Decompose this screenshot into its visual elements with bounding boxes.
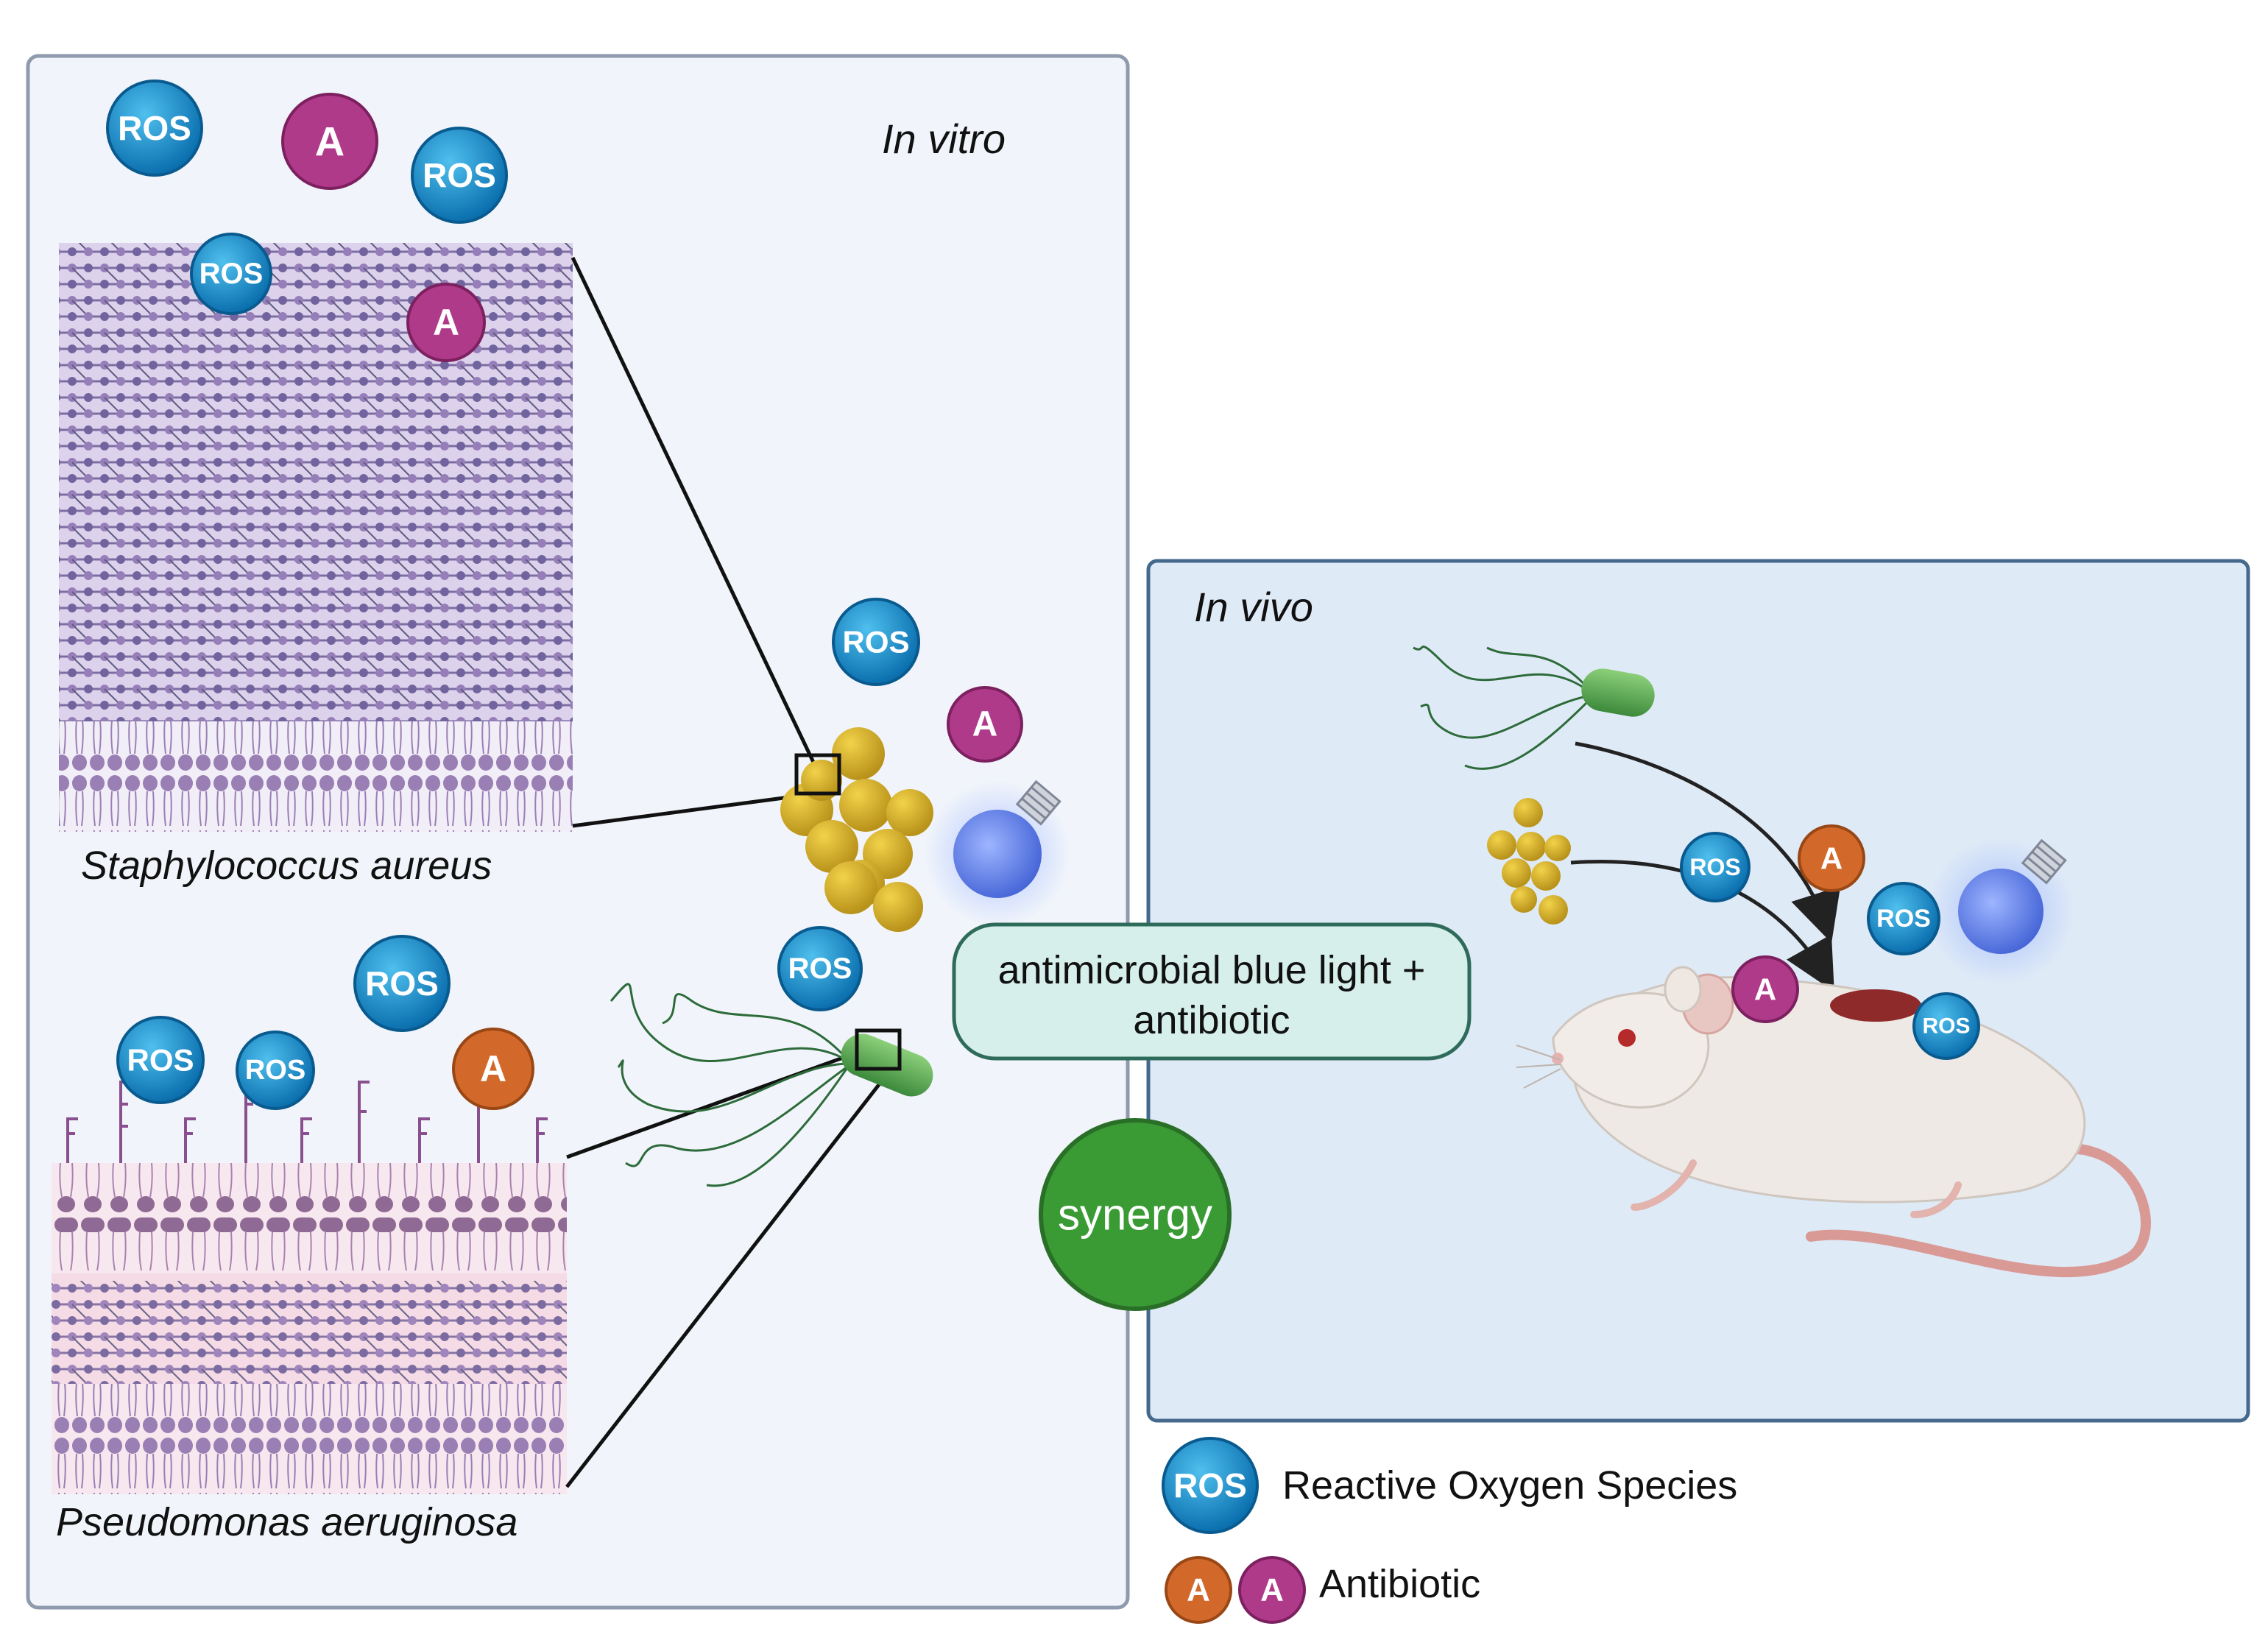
svg-text:A: A (1187, 1572, 1210, 1608)
in-vivo-title: In vivo (1194, 584, 1313, 630)
svg-text:A: A (1820, 841, 1843, 876)
ros-badge: ROS (236, 1031, 315, 1110)
svg-text:ROS: ROS (199, 258, 264, 290)
svg-text:ROS: ROS (127, 1043, 194, 1078)
ros-badge: ROS (1680, 832, 1751, 902)
antibiotic-badge-purple: A (947, 686, 1023, 763)
pseudomonas-bacterium (610, 983, 933, 1187)
svg-text:ROS: ROS (1922, 1014, 1970, 1039)
svg-text:ROS: ROS (842, 625, 909, 660)
svg-text:ROS: ROS (1689, 854, 1740, 880)
pseudomonas-label: Pseudomonas aeruginosa (56, 1500, 517, 1544)
svg-text:ROS: ROS (245, 1055, 305, 1086)
ros-badge: ROS (106, 79, 203, 177)
in-vivo-panel: In vivo (1146, 559, 2250, 1423)
antibiotic-badge-purple: A (1731, 955, 1799, 1023)
ros-badge: ROS (1867, 882, 1940, 955)
svg-text:A: A (433, 302, 459, 343)
gram-negative-cell-envelope (52, 1081, 567, 1494)
svg-text:A: A (1754, 972, 1776, 1007)
antibiotic-badges: A A A A A A (281, 93, 1865, 1110)
in-vivo-blue-light-bulb-icon (1927, 838, 2074, 985)
antibiotic-badge-orange: A (1798, 824, 1865, 892)
legend-antibiotic-purple-icon: A (1238, 1556, 1306, 1624)
legend-antibiotic-label: Antibiotic (1319, 1562, 1480, 1606)
in-vivo-staph (1487, 798, 1571, 925)
svg-text:A: A (1260, 1572, 1284, 1608)
in-vitro-title: In vitro (882, 116, 1006, 162)
svg-text:A: A (315, 119, 345, 165)
staph-aureus-label: Staphylococcus aureus (81, 844, 492, 888)
svg-text:ROS: ROS (365, 964, 439, 1003)
legend: ROS Reactive Oxygen Species A A Antibiot… (1162, 1437, 1737, 1624)
synergy-badge: synergy (1039, 1118, 1232, 1311)
in-vitro-panel: In vitro Staphylococcus aureus (26, 54, 1130, 1610)
gram-positive-cell-wall (59, 243, 573, 832)
treatment-line-2: antibiotic (1133, 998, 1290, 1042)
legend-antibiotic-orange-icon: A (1165, 1556, 1232, 1624)
treatment-line-1: antimicrobial blue light + (998, 948, 1426, 992)
staph-zoom-box (794, 753, 841, 796)
ros-badges: ROS ROS ROS ROS ROS ROS ROS ROS ROS ROS … (106, 79, 1980, 1110)
staph-aureus-cluster (780, 727, 933, 932)
ros-badge: ROS (353, 935, 451, 1032)
ros-badge: ROS (777, 926, 863, 1011)
svg-text:ROS: ROS (788, 952, 852, 985)
svg-text:ROS: ROS (423, 156, 496, 194)
ros-badge: ROS (1912, 992, 1980, 1060)
legend-ros-label: Reactive Oxygen Species (1282, 1463, 1737, 1508)
treatment-box: antimicrobial blue light + antibiotic (952, 922, 1472, 1061)
antibiotic-badge-purple: A (406, 283, 486, 362)
ros-badge: ROS (116, 1016, 205, 1104)
ros-badge: ROS (832, 598, 920, 686)
wound-site (1830, 989, 1921, 1022)
legend-ros-icon: ROS (1162, 1437, 1259, 1534)
synergy-label: synergy (1058, 1190, 1212, 1240)
antibiotic-badge-purple: A (281, 93, 378, 190)
svg-text:ROS: ROS (1876, 905, 1931, 933)
svg-text:A: A (480, 1048, 506, 1089)
in-vivo-pseudomonas (1413, 646, 1655, 770)
svg-text:ROS: ROS (1173, 1466, 1247, 1505)
blue-light-bulb-icon (924, 780, 1071, 927)
pseudomonas-zoom-box (855, 1028, 902, 1071)
ros-badge: ROS (411, 127, 508, 224)
svg-text:A: A (972, 705, 998, 744)
ros-badge: ROS (190, 233, 272, 315)
antibiotic-badge-orange: A (452, 1028, 534, 1110)
svg-text:ROS: ROS (118, 109, 191, 147)
